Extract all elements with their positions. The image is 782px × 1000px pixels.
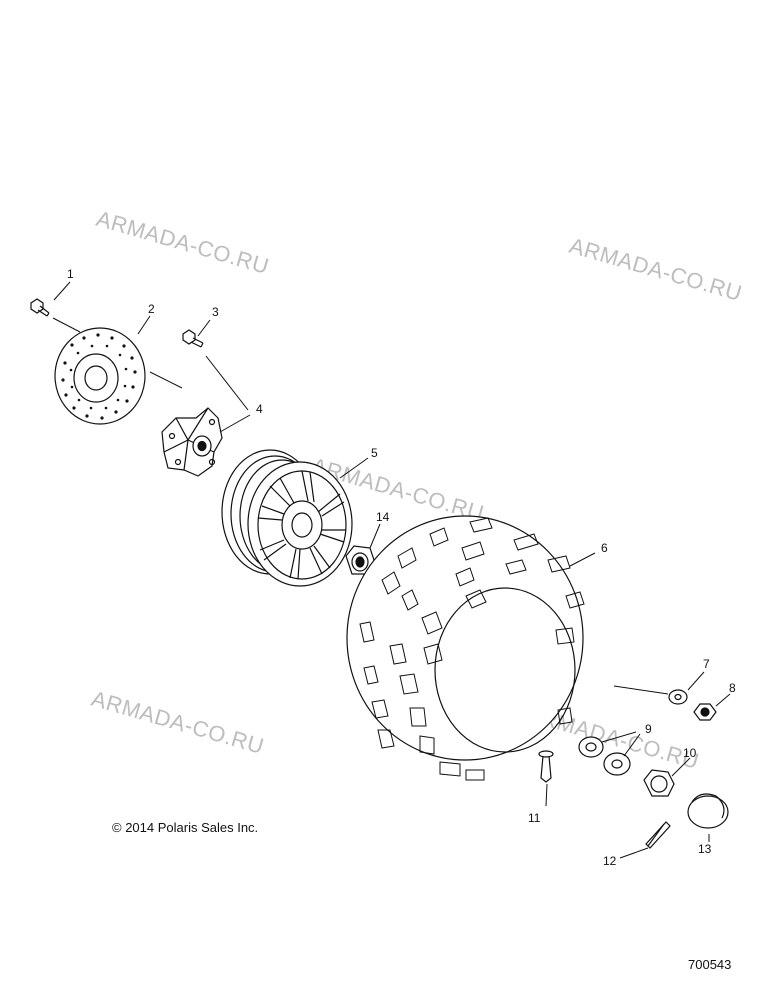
callout-13: 13 xyxy=(698,842,712,856)
callout-6: 6 xyxy=(601,541,608,555)
callout-10: 10 xyxy=(683,746,697,760)
part-10-axle-nut xyxy=(643,769,675,797)
part-14-bearing xyxy=(345,545,375,575)
part-6-tire xyxy=(346,515,585,781)
callout-9: 9 xyxy=(645,722,652,736)
part-4-hub xyxy=(161,407,223,477)
part-11-pin xyxy=(538,750,554,783)
callout-3: 3 xyxy=(212,305,219,319)
callout-1: 1 xyxy=(67,267,74,281)
callout-14: 14 xyxy=(376,510,390,524)
part-9-washers xyxy=(578,736,631,776)
callout-12: 12 xyxy=(603,854,617,868)
part-13-cap xyxy=(687,793,729,829)
callout-7: 7 xyxy=(703,657,710,671)
part-3-stud xyxy=(182,329,204,348)
part-1-bolt xyxy=(30,298,50,317)
callout-4: 4 xyxy=(256,402,263,416)
part-12-cotter-pin xyxy=(645,821,671,849)
callout-numbers: 1 2 3 4 5 6 7 8 9 10 11 12 13 14 xyxy=(67,267,736,868)
callout-5: 5 xyxy=(371,446,378,460)
callout-11: 11 xyxy=(528,811,541,825)
watermark: ARMADA-CO.RU xyxy=(89,686,267,759)
part-5-wheel-rim xyxy=(221,449,353,587)
callout-8: 8 xyxy=(729,681,736,695)
copyright-notice: © 2014 Polaris Sales Inc. xyxy=(112,820,259,835)
part-8-lug-nut xyxy=(693,703,717,721)
watermark: ARMADA-CO.RU xyxy=(94,206,272,279)
callout-2: 2 xyxy=(148,302,155,316)
leader-lines xyxy=(52,281,731,859)
part-2-brake-disc xyxy=(54,327,146,425)
part-7-washer xyxy=(668,689,688,705)
watermark: ARMADA-CO.RU xyxy=(567,233,745,306)
document-number: 700543 xyxy=(688,957,732,972)
